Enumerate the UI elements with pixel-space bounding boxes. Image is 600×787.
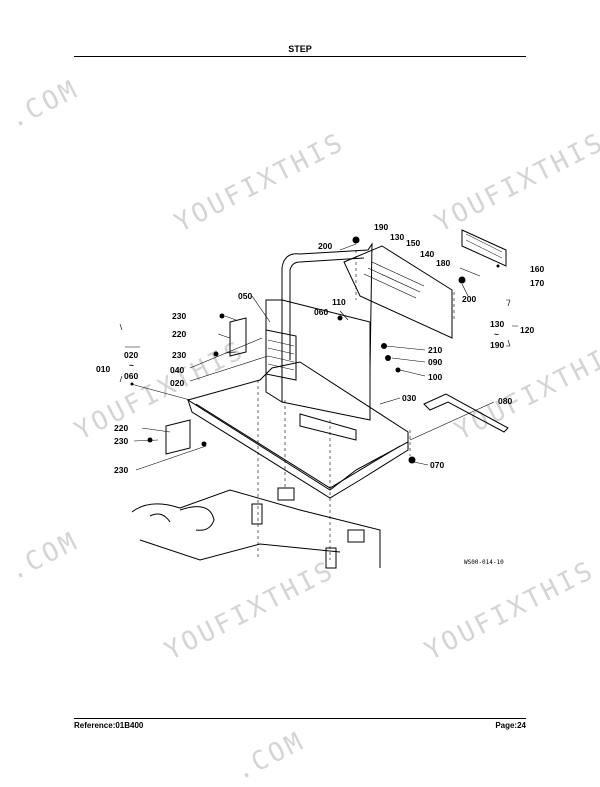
callout-130: 130 (490, 319, 504, 329)
inner-well (299, 413, 357, 441)
page-number: Page:24 (495, 721, 526, 730)
callout-190: 190 (490, 340, 504, 350)
rubber-pad (265, 329, 297, 381)
callout-130: 130 (390, 232, 404, 242)
callout-010: 010 (96, 364, 110, 374)
callout-060: 060 (124, 371, 138, 381)
back-panel (281, 299, 371, 421)
callout-160: 160 (530, 264, 544, 274)
decal-hatching (465, 233, 503, 259)
callout-080: 080 (498, 396, 512, 406)
base-mount (277, 487, 295, 501)
callout-050: 050 (238, 291, 252, 301)
step-plate-edge (187, 399, 409, 499)
callout-230: 230 (172, 311, 186, 321)
callout-200: 200 (462, 294, 476, 304)
base-standoff (325, 547, 337, 569)
header-divider (74, 56, 526, 57)
callout-060: 060 (314, 307, 328, 317)
callout-090: 090 (428, 357, 442, 367)
callout-220: 220 (172, 329, 186, 339)
rear-frame (281, 242, 373, 371)
callout-030: 030 (402, 393, 416, 403)
left-bracket-bottom (165, 419, 191, 455)
callout-range-tilde: ~ (494, 329, 499, 339)
reference-number: Reference:01B400 (74, 721, 144, 730)
callout-040: 040 (170, 365, 184, 375)
page-title: STEP (288, 44, 312, 54)
callout-200: 200 (318, 241, 332, 251)
callout-230: 230 (114, 436, 128, 446)
decal (461, 229, 507, 267)
callout-110: 110 (332, 297, 346, 307)
base-frame-detail (149, 506, 215, 531)
callout-100: 100 (428, 372, 442, 382)
pad-hatching (267, 339, 295, 371)
cover-plate (343, 245, 453, 339)
callout-230: 230 (172, 350, 186, 360)
base-mount (347, 529, 365, 543)
callout-170: 170 (530, 278, 544, 288)
callout-120: 120 (520, 325, 534, 335)
callout-020: 020 (170, 378, 184, 388)
base-frame (131, 489, 381, 568)
callout-180: 180 (436, 258, 450, 268)
callout-190: 190 (374, 222, 388, 232)
callout-range-tilde: ~ (129, 360, 134, 370)
drawing-code: WS00-014-10 (464, 559, 504, 566)
cover-slots (363, 261, 425, 299)
callout-140: 140 (420, 249, 434, 259)
left-bracket-top (229, 317, 247, 357)
handle-bar (289, 257, 365, 360)
hex-wrench (423, 393, 509, 433)
step-plate-lip (195, 403, 401, 489)
callout-220: 220 (114, 423, 128, 433)
side-frame (265, 299, 283, 403)
base-standoff (251, 503, 263, 525)
footer-divider (74, 718, 526, 719)
callout-230: 230 (114, 465, 128, 475)
callout-150: 150 (406, 238, 420, 248)
callout-020: 020 (124, 350, 138, 360)
callout-070: 070 (430, 460, 444, 470)
callout-210: 210 (428, 345, 442, 355)
